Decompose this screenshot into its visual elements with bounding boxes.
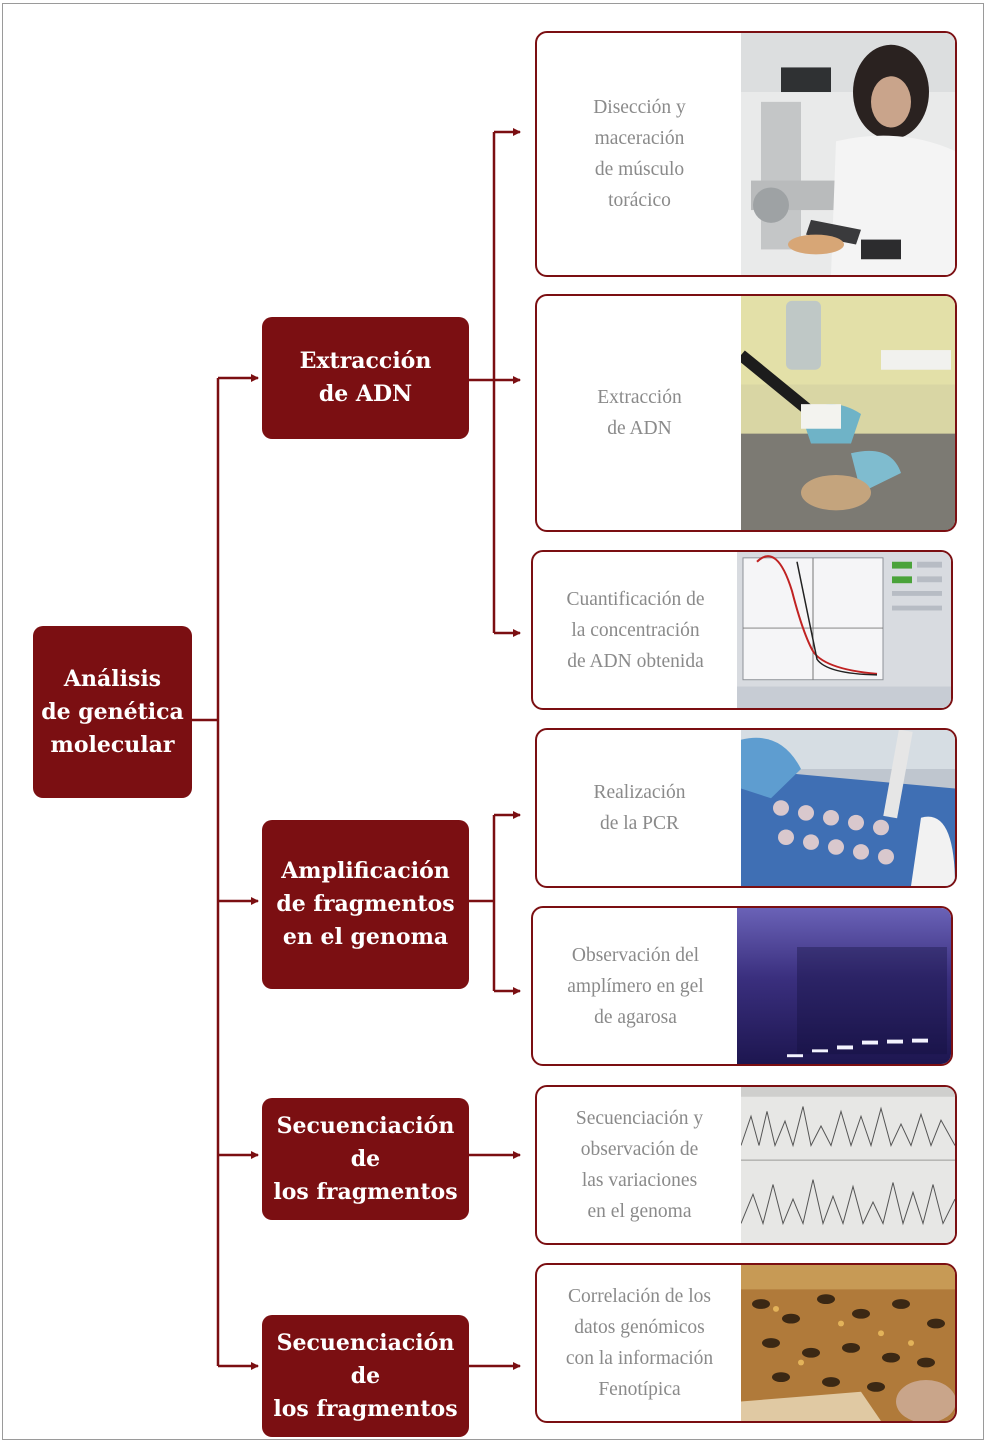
honeybee-comb-photo xyxy=(741,1265,955,1421)
step-card-extraction: Extracción de ADN xyxy=(535,294,957,532)
chromatogram-photo xyxy=(741,1087,955,1243)
pcr-tubes-photo xyxy=(741,730,955,886)
microscope-photo xyxy=(741,33,955,275)
step-label: Realización de la PCR xyxy=(593,782,686,834)
step-label: Secuenciación y observación de las varia… xyxy=(575,1108,704,1222)
step-card-dissection: Disección y maceración de músculo toráci… xyxy=(535,31,957,277)
step-card-correlation: Correlación de los datos genómicos con l… xyxy=(535,1263,957,1423)
step-card-gel: Observación del amplímero en gel de agar… xyxy=(531,906,953,1066)
step-card-pcr: Realización de la PCR xyxy=(535,728,957,888)
stage-sequencing-2: Secuenciación de los fragmentos xyxy=(262,1315,469,1437)
agarose-gel-photo xyxy=(737,908,951,1064)
spectrophotometer-screen-photo xyxy=(737,552,951,708)
stage-amplification: Amplificación de fragmentos en el genoma xyxy=(262,820,469,989)
step-label: Cuantificación de la concentración de AD… xyxy=(566,588,705,672)
stage-extraction: Extracción de ADN xyxy=(262,317,469,439)
step-card-quantification: Cuantificación de la concentración de AD… xyxy=(531,550,953,710)
step-card-sequencing: Secuenciación y observación de las varia… xyxy=(535,1085,957,1245)
step-label: Extracción de ADN xyxy=(597,387,682,439)
stage-sequencing: Secuenciación de los fragmentos xyxy=(262,1098,469,1220)
step-label: Correlación de los datos genómicos con l… xyxy=(565,1286,714,1400)
step-label: Observación del amplímero en gel de agar… xyxy=(567,944,704,1028)
step-label: Disección y maceración de músculo toráci… xyxy=(593,97,686,211)
diagram-frame xyxy=(2,3,984,1440)
pipetting-photo xyxy=(741,296,955,530)
root-node: Análisis de genética molecular xyxy=(33,626,192,798)
